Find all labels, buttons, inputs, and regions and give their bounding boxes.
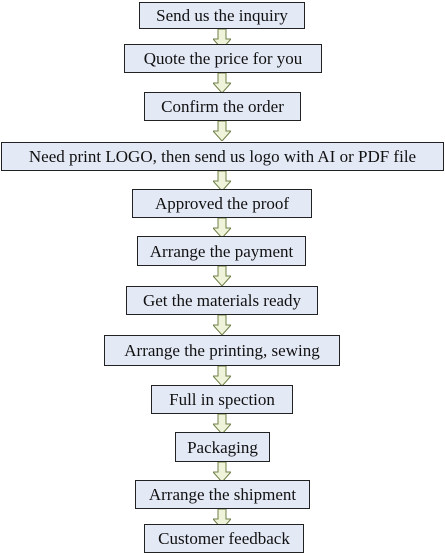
step-printing-sewing: Arrange the printing, sewing bbox=[104, 335, 340, 366]
step-full-inspection: Full in spection bbox=[151, 385, 293, 414]
down-arrow-icon bbox=[213, 366, 231, 386]
down-arrow-icon bbox=[213, 121, 231, 141]
step-packaging: Packaging bbox=[175, 432, 270, 462]
step-arrange-shipment: Arrange the shipment bbox=[135, 480, 310, 509]
step-customer-feedback: Customer feedback bbox=[144, 524, 304, 553]
down-arrow-icon bbox=[213, 266, 231, 286]
step-arrange-payment: Arrange the payment bbox=[137, 236, 306, 266]
step-send-logo-file: Need print LOGO, then send us logo with … bbox=[1, 142, 444, 171]
down-arrow-icon bbox=[213, 315, 231, 335]
down-arrow-icon bbox=[213, 218, 231, 238]
down-arrow-icon bbox=[213, 73, 231, 93]
down-arrow-icon bbox=[213, 462, 231, 482]
step-materials-ready: Get the materials ready bbox=[126, 286, 318, 315]
down-arrow-icon bbox=[213, 414, 231, 434]
step-approved-proof: Approved the proof bbox=[132, 189, 312, 218]
step-confirm-order: Confirm the order bbox=[144, 92, 301, 121]
down-arrow-icon bbox=[213, 171, 231, 191]
step-quote-price: Quote the price for you bbox=[124, 44, 322, 73]
step-send-inquiry: Send us the inquiry bbox=[139, 2, 305, 29]
